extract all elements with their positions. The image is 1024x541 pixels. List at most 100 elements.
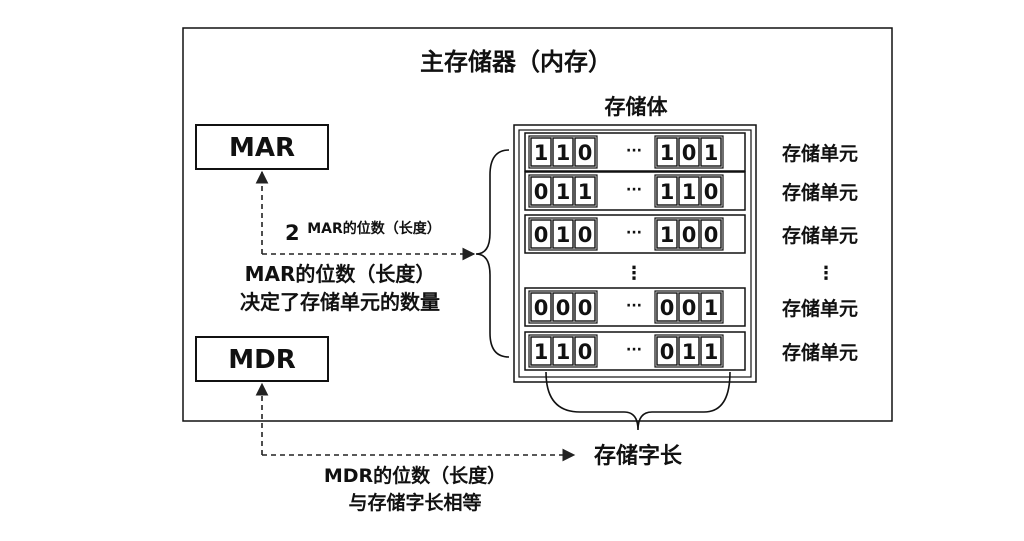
bit-cell (574, 219, 596, 249)
bit-cell (530, 137, 552, 167)
bit-cell (700, 137, 722, 167)
bit-value: 1 (556, 141, 571, 165)
bits-ellipsis: ··· (626, 182, 642, 198)
bit-value: 0 (578, 296, 593, 320)
bit-cell (574, 137, 596, 167)
bit-group-right (654, 135, 724, 169)
bit-value: 0 (534, 296, 549, 320)
power-base: 2 (285, 221, 300, 245)
bit-group-left (528, 217, 598, 251)
main-memory-box (182, 27, 893, 422)
bit-group-right (654, 290, 724, 324)
storage-unit-box (524, 331, 746, 371)
bit-value: 1 (682, 340, 697, 364)
bit-cell (656, 219, 678, 249)
bit-value: 1 (660, 223, 675, 247)
storage-body-vertical-ellipsis: ⋮ (625, 263, 643, 284)
bit-cell (552, 336, 574, 366)
unit-label-vertical-ellipsis: ⋮ (817, 263, 835, 284)
mar-note-line1: MAR的位数（长度） (245, 262, 436, 286)
bit-value: 0 (682, 141, 697, 165)
bit-cell (552, 219, 574, 249)
storage-unit-label: 存储单元 (782, 224, 858, 247)
bit-cell (678, 336, 700, 366)
bits-ellipsis: ··· (626, 225, 642, 241)
bit-group-left (528, 135, 598, 169)
bit-value: 1 (534, 340, 549, 364)
bit-cell (574, 292, 596, 322)
bit-group-right (654, 334, 724, 368)
bit-cell (700, 176, 722, 206)
bit-cell (574, 336, 596, 366)
storage-unit-box (524, 132, 746, 172)
main-memory-title: 主存储器（内存） (420, 48, 612, 76)
bits-ellipsis: ··· (626, 143, 642, 159)
bit-value: 1 (534, 141, 549, 165)
bit-cell (700, 219, 722, 249)
bit-group-left (528, 174, 598, 208)
bit-cell (656, 336, 678, 366)
bit-value: 0 (578, 340, 593, 364)
bit-value: 1 (660, 141, 675, 165)
mdr-register-box (195, 336, 329, 382)
bit-group-right (654, 217, 724, 251)
bit-value: 0 (704, 180, 719, 204)
bit-cell (678, 176, 700, 206)
bit-value: 1 (578, 180, 593, 204)
bit-value: 0 (556, 296, 571, 320)
bit-cell (678, 137, 700, 167)
mar-register-label: MAR (229, 133, 295, 163)
mdr-note-line2: 与存储字长相等 (348, 491, 481, 514)
bit-value: 1 (556, 223, 571, 247)
bit-value: 0 (534, 223, 549, 247)
bit-cell (552, 137, 574, 167)
bit-cell (656, 176, 678, 206)
bit-value: 1 (704, 340, 719, 364)
bit-group-left (528, 334, 598, 368)
bit-value: 0 (660, 296, 675, 320)
storage-body-title: 存储体 (605, 95, 669, 119)
storage-unit-box (524, 214, 746, 254)
bit-value: 1 (556, 340, 571, 364)
bit-value: 1 (556, 180, 571, 204)
bit-cell (530, 336, 552, 366)
bit-cell (700, 336, 722, 366)
bit-value: 1 (660, 180, 675, 204)
bit-cell (700, 292, 722, 322)
mar-register-box (195, 124, 329, 170)
bit-cell (678, 292, 700, 322)
word-length-label: 存储字长 (594, 443, 683, 469)
bottom-brace (545, 371, 731, 431)
bit-value: 1 (682, 180, 697, 204)
bit-group-right (654, 174, 724, 208)
storage-body-frame-outer (513, 124, 757, 383)
storage-body-frame-inner (518, 129, 752, 378)
power-exponent: MAR的位数（长度） (307, 220, 441, 237)
bit-value: 0 (534, 180, 549, 204)
storage-unit-label: 存储单元 (782, 181, 858, 204)
bit-cell (530, 292, 552, 322)
storage-unit-box (524, 171, 746, 211)
bit-cell (678, 219, 700, 249)
bit-value: 0 (682, 223, 697, 247)
mdr-register-label: MDR (228, 345, 295, 375)
bits-ellipsis: ··· (626, 342, 642, 358)
bits-ellipsis: ··· (626, 298, 642, 314)
bit-cell (656, 137, 678, 167)
storage-unit-label: 存储单元 (782, 341, 858, 364)
bit-value: 0 (578, 223, 593, 247)
bit-cell (552, 176, 574, 206)
bit-cell (530, 219, 552, 249)
bit-value: 0 (682, 296, 697, 320)
bit-group-left (528, 290, 598, 324)
storage-unit-box (524, 287, 746, 327)
left-brace (475, 149, 510, 358)
mar-note-line2: 决定了存储单元的数量 (240, 290, 440, 314)
